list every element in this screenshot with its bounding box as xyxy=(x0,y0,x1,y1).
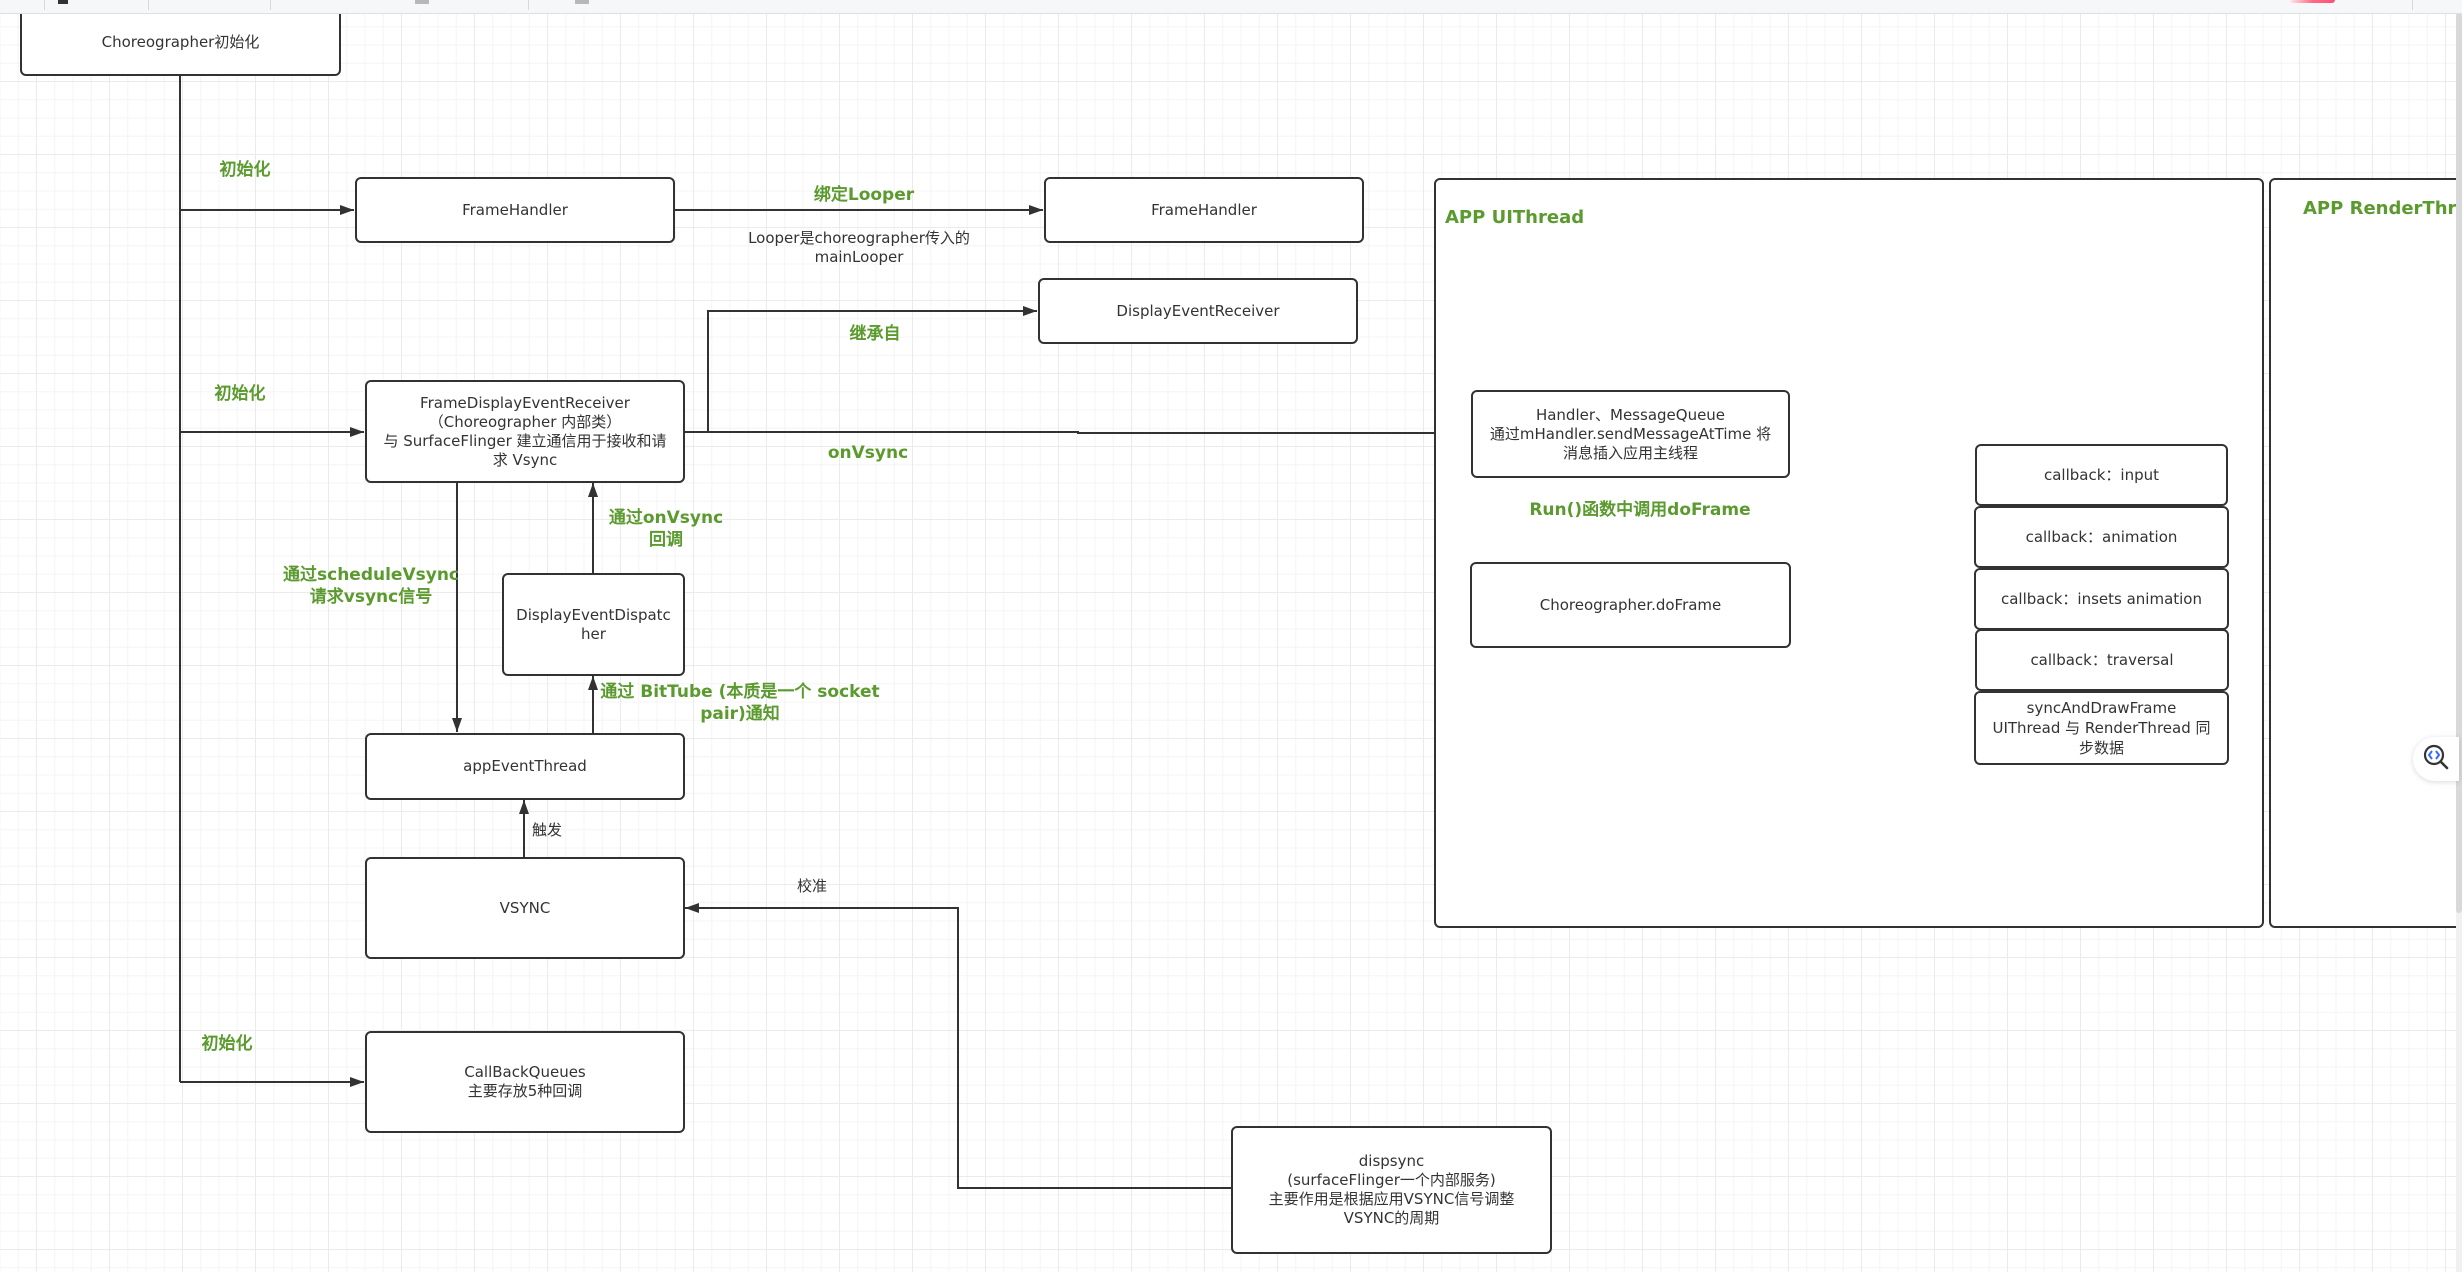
node-label: FrameHandler xyxy=(1151,200,1257,219)
toolbar-separator xyxy=(528,0,529,10)
top-toolbar xyxy=(0,0,2462,14)
toolbar-separator xyxy=(2412,0,2413,10)
node-label: appEventThread xyxy=(463,757,587,775)
node-label: VSYNC xyxy=(499,898,551,917)
code-search-icon xyxy=(2421,742,2451,776)
frame-handler-node[interactable]: FrameHandler xyxy=(355,177,675,243)
toolbar-separator xyxy=(148,0,149,10)
node-label: DisplayEventDispatc her xyxy=(516,605,671,643)
handler-message-queue-node[interactable]: Handler、MessageQueue 通过mHandler.sendMess… xyxy=(1471,390,1790,478)
node-label: callback：insets animation xyxy=(2000,589,2202,608)
frame-handler-looper-node[interactable]: FrameHandler xyxy=(1044,177,1364,243)
node-label: DisplayEventReceiver xyxy=(1116,301,1280,320)
render-thread-container[interactable] xyxy=(2269,178,2462,928)
node-label: FrameDisplayEventReceiver （Choreographer… xyxy=(383,393,667,469)
toolbar-icon[interactable] xyxy=(415,0,429,4)
node-label: Choreographer.doFrame xyxy=(1539,595,1722,614)
toolbar-icon[interactable] xyxy=(58,0,68,4)
callback-traversal-node[interactable]: callback：traversal xyxy=(1975,629,2229,691)
node-label: CallBackQueues 主要存放5种回调 xyxy=(464,1063,586,1100)
toolbar-icon[interactable] xyxy=(575,0,589,4)
dispsync-node[interactable]: dispsync (surfaceFlinger一个内部服务) 主要作用是根据应… xyxy=(1231,1126,1552,1254)
node-label: Handler、MessageQueue 通过mHandler.sendMess… xyxy=(1489,405,1772,462)
choreographer-do-frame-node[interactable]: Choreographer.doFrame xyxy=(1470,562,1791,648)
code-search-button[interactable] xyxy=(2413,737,2459,781)
vertical-scrollbar[interactable] xyxy=(2456,13,2462,1272)
display-event-dispatcher-node[interactable]: DisplayEventDispatc her xyxy=(502,573,685,676)
callback-input-node[interactable]: callback：input xyxy=(1975,444,2228,506)
callback-queues-node[interactable]: CallBackQueues 主要存放5种回调 xyxy=(365,1031,685,1133)
node-label: callback：traversal xyxy=(2030,650,2174,669)
callback-animation-node[interactable]: callback：animation xyxy=(1974,506,2229,568)
sync-and-draw-frame-node[interactable]: syncAndDrawFrame UIThread 与 RenderThread… xyxy=(1974,691,2229,765)
vsync-node[interactable]: VSYNC xyxy=(365,857,685,959)
node-label: syncAndDrawFrame UIThread 与 RenderThread… xyxy=(1992,699,2211,757)
node-label: Choreographer初始化 xyxy=(101,32,260,51)
user-avatar[interactable] xyxy=(2290,0,2335,3)
toolbar-separator xyxy=(270,0,271,10)
display-event-receiver-node[interactable]: DisplayEventReceiver xyxy=(1038,278,1358,344)
node-label: callback：input xyxy=(2043,465,2159,484)
scrollbar-thumb[interactable] xyxy=(2456,13,2462,913)
node-label: FrameHandler xyxy=(462,200,568,219)
node-label: dispsync (surfaceFlinger一个内部服务) 主要作用是根据应… xyxy=(1268,1152,1515,1227)
toolbar-separator xyxy=(44,0,45,10)
frame-display-event-receiver-node[interactable]: FrameDisplayEventReceiver （Choreographer… xyxy=(365,380,685,483)
app-event-thread-node[interactable]: appEventThread xyxy=(365,733,685,800)
node-label: callback：animation xyxy=(2025,527,2178,546)
callback-insets-animation-node[interactable]: callback：insets animation xyxy=(1974,568,2229,630)
